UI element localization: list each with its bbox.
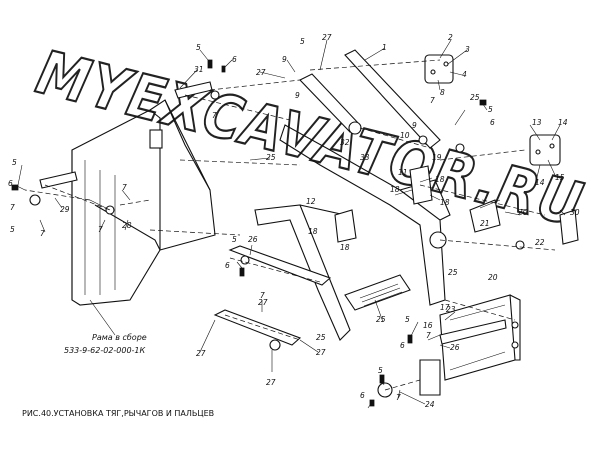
callout: 5: [300, 37, 305, 46]
frame-label-line2: 533-9-62-02-000-1К: [64, 346, 146, 355]
frame-label-line1: Рама в сборе: [92, 333, 147, 342]
main-frame: [71, 99, 216, 306]
callout: 26: [248, 235, 258, 244]
callout: 8: [440, 88, 445, 97]
callout: 18: [308, 227, 318, 236]
callout: 2: [448, 33, 453, 42]
frame-label: Рама в сборе 533-9-62-02-000-1К: [64, 299, 147, 355]
callout: 7: [430, 96, 435, 105]
callout: 6: [8, 179, 13, 188]
callout: 17: [440, 303, 450, 312]
callout: 5: [378, 366, 383, 375]
callout: 7: [426, 331, 431, 340]
callout: 18: [435, 175, 445, 184]
callout: 7: [212, 111, 217, 120]
callout: 25: [266, 153, 276, 162]
callout: 33: [360, 153, 370, 162]
callout: 7: [122, 183, 127, 192]
brackets: [334, 54, 579, 245]
callout: 7: [40, 229, 45, 238]
callout: 32: [340, 138, 350, 147]
callout-leaders: [14, 39, 566, 409]
callout: 6: [360, 391, 365, 400]
callout: 31: [194, 65, 204, 74]
callout: 27: [316, 348, 326, 357]
callout: 23: [446, 305, 456, 314]
callout: 19: [432, 153, 442, 162]
callout: 9: [282, 55, 287, 64]
callout: 3: [465, 45, 470, 54]
callout: 27: [258, 298, 268, 307]
callout: 7: [396, 393, 401, 402]
callout: 6: [400, 341, 405, 350]
callout: 18: [390, 185, 400, 194]
callout: 4: [462, 70, 467, 79]
callout: 24: [425, 400, 435, 409]
callout: 7: [260, 291, 265, 300]
callout: 1: [382, 43, 387, 52]
callout: 18: [340, 243, 350, 252]
callout: 5: [488, 105, 493, 114]
callout: 25: [470, 93, 480, 102]
callout: 14: [558, 118, 568, 127]
callout: 12: [306, 197, 316, 206]
callout: 11: [398, 168, 408, 177]
callout: 25: [376, 315, 386, 324]
callout: 15: [555, 173, 565, 182]
callout: 25: [316, 333, 326, 342]
callout: 6: [490, 118, 495, 127]
callout: 5: [12, 158, 17, 167]
callout: 7: [98, 225, 103, 234]
callout: 10: [400, 131, 410, 140]
callout: 9: [412, 121, 417, 130]
callout: 20: [518, 208, 528, 217]
callout-numbers: 1 2 3 4 5 5 5 5 5 5 5 5 6 6 6 6 6 6 7 7 …: [8, 33, 580, 409]
callout: 20: [488, 273, 498, 282]
callout: 5: [232, 235, 237, 244]
callout: 13: [532, 118, 542, 127]
assembly-dashed-lines: [24, 59, 556, 391]
callout: 5: [10, 225, 15, 234]
callout: 27: [266, 378, 276, 387]
callout: 14: [535, 178, 545, 187]
callout: 16: [423, 321, 433, 330]
callout: 26: [450, 343, 460, 352]
callout: 7: [10, 203, 15, 212]
callout: 27: [256, 68, 266, 77]
callout: 27: [196, 349, 206, 358]
callout: 18: [440, 198, 450, 207]
callout: 27: [322, 33, 332, 42]
figure-caption: РИС.40.УСТАНОВКА ТЯГ,РЫЧАГОВ И ПАЛЬЦЕВ: [22, 409, 214, 418]
callout: 21: [480, 219, 490, 228]
callout: 29: [60, 205, 70, 214]
callout: 6: [232, 55, 237, 64]
callout: 5: [405, 315, 410, 324]
pins-bolts: [11, 59, 525, 407]
callout: 25: [448, 268, 458, 277]
callout: 30: [570, 208, 580, 217]
callout: 9: [295, 91, 300, 100]
attachment-plate: [419, 294, 521, 396]
callout: 28: [122, 221, 132, 230]
callout: 22: [535, 238, 545, 247]
callout: 6: [225, 261, 230, 270]
callout: 5: [196, 43, 201, 52]
